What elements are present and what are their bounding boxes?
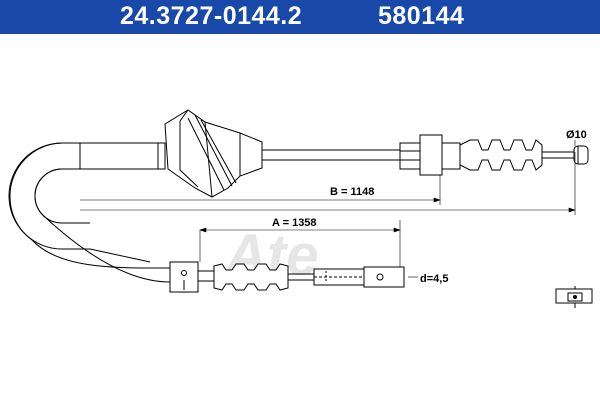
cable-drawing: Ate bbox=[8, 109, 593, 308]
wire-diameter-label: d=4,5 bbox=[420, 273, 448, 285]
cable-sheath bbox=[8, 142, 171, 283]
upper-sheath-tube bbox=[79, 142, 166, 170]
dimension-lines bbox=[80, 140, 576, 278]
title-bar: 24.3727-0144.2 580144 bbox=[0, 0, 600, 34]
part-number: 24.3727-0144.2 bbox=[120, 2, 303, 30]
lower-end-fitting bbox=[169, 261, 405, 293]
upper-cable bbox=[262, 149, 400, 161]
diameter-label: Ø10 bbox=[566, 129, 587, 141]
dimension-b-label: B = 1148 bbox=[330, 186, 374, 198]
upper-end-fitting bbox=[399, 134, 589, 176]
article-code: 580144 bbox=[378, 2, 465, 30]
dimension-a-label: A = 1358 bbox=[272, 217, 317, 229]
dimension-labels: B = 1148 A = 1358 Ø10 d=4,5 bbox=[272, 129, 587, 285]
rubber-grommet bbox=[164, 109, 263, 198]
end-detail-symbol bbox=[555, 286, 593, 308]
